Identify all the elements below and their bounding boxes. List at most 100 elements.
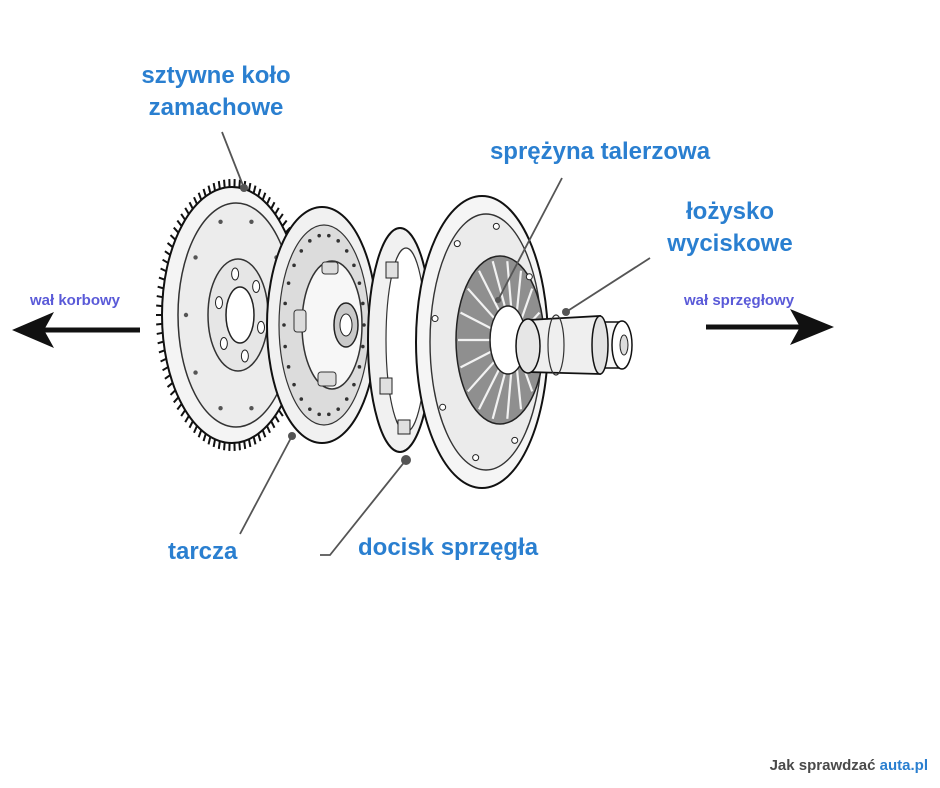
label-release-bearing-line2: wyciskowe <box>667 230 793 257</box>
spring-finger <box>515 270 523 311</box>
flywheel-tooth <box>278 409 284 417</box>
flywheel-tooth <box>261 192 267 201</box>
flywheel-tooth <box>184 207 190 215</box>
flywheel-tooth <box>257 188 262 197</box>
cover-bolt <box>511 436 519 444</box>
flywheel-tooth <box>202 188 207 197</box>
flywheel-tooth <box>266 196 271 205</box>
spring-finger <box>460 350 492 369</box>
disc-rivet <box>286 281 291 285</box>
label-disc: tarcza <box>168 538 238 565</box>
flywheel-tooth <box>274 207 280 215</box>
flywheel-bolt <box>214 296 223 310</box>
disc-rivet <box>283 301 287 306</box>
flywheel-tooth <box>247 182 252 191</box>
flywheel-tooth <box>281 219 288 227</box>
flywheel-tooth <box>184 415 190 423</box>
flywheel-tooth <box>188 420 194 429</box>
flywheel-tooth <box>266 425 271 434</box>
flywheel-tooth <box>217 440 221 450</box>
flywheel-tooth <box>207 185 212 194</box>
flywheel-tooth <box>212 439 217 448</box>
watermark-brand: auta.pl <box>879 757 928 774</box>
flywheel-tooth <box>207 436 212 445</box>
leader-lines <box>221 131 651 556</box>
disc-rivet <box>361 344 365 349</box>
label-flywheel: sztywne koło zamachowe <box>126 60 306 124</box>
label-release-bearing-line1: łożysko <box>685 198 775 225</box>
flywheel-tooth <box>173 396 180 404</box>
flywheel-tooth <box>261 429 267 438</box>
flywheel-tooth <box>217 180 221 190</box>
watermark: Jak sprawdzać auta.pl <box>770 757 928 774</box>
disc-rivet <box>344 249 349 253</box>
disc-rivet <box>336 239 340 243</box>
flywheel-tooth <box>176 403 183 411</box>
flywheel-tooth <box>238 179 241 188</box>
flywheel-bolt <box>257 320 266 334</box>
flywheel-bolt <box>219 337 228 351</box>
flywheel-rim-hole <box>218 219 223 224</box>
flywheel-tooth <box>197 192 203 201</box>
label-release-bearing: łożysko wyciskowe <box>650 196 810 260</box>
clutch-disc <box>266 206 378 444</box>
flywheel-tooth <box>274 415 280 423</box>
disc-rivet <box>299 249 304 253</box>
spring-finger <box>515 369 523 410</box>
disc-rivet <box>357 281 362 285</box>
flywheel-tooth <box>257 433 262 442</box>
disc-rivet <box>292 382 296 387</box>
disc-rivet <box>292 263 296 268</box>
disc-rivet <box>317 233 321 238</box>
disc-rivet <box>299 397 304 401</box>
disc-rivet <box>282 323 286 327</box>
flywheel-bolt <box>231 267 240 281</box>
leader-spring <box>497 177 563 301</box>
leader-disc <box>239 435 293 535</box>
watermark-prefix: Jak sprawdzać <box>769 757 880 774</box>
flywheel-tooth <box>202 433 207 442</box>
spring-finger <box>491 260 506 307</box>
label-crankshaft: wał korbowy <box>30 292 121 309</box>
disc-rivet <box>308 407 312 411</box>
flywheel-tooth <box>243 440 247 450</box>
spring-finger <box>506 261 513 307</box>
disc-rivet <box>308 239 312 243</box>
leader-flywheel <box>221 131 245 189</box>
label-pressure-plate: docisk sprzęgła <box>358 534 539 561</box>
arrow-right-icon <box>706 309 834 345</box>
flywheel <box>156 179 308 451</box>
disc-rivet <box>352 263 356 268</box>
flywheel-rim-hole <box>193 255 198 260</box>
disc-rivet <box>286 365 291 369</box>
arrow-left-icon <box>12 312 140 348</box>
flywheel-tooth <box>212 182 217 191</box>
flywheel-tooth <box>270 420 276 429</box>
cover-bolt <box>492 222 500 230</box>
disc-rivet <box>362 323 366 327</box>
flywheel-tooth <box>252 185 257 194</box>
spring-finger <box>467 287 496 319</box>
flywheel-tooth <box>193 425 198 434</box>
flywheel-tooth <box>223 179 226 188</box>
spring-finger <box>460 311 492 330</box>
disc-rivet <box>336 407 340 411</box>
label-diaphragm-spring: sprężyna talerzowa <box>489 138 711 165</box>
cover-bolt <box>439 403 447 411</box>
leader-pressure-plate <box>320 459 407 556</box>
disc-rivet <box>344 397 349 401</box>
disc-rivet <box>327 412 331 417</box>
disc-rivet <box>283 344 287 349</box>
cover-bolt <box>472 454 480 462</box>
flywheel-bolt <box>252 279 261 293</box>
disc-rivet <box>327 233 331 238</box>
release-bearing <box>515 314 633 376</box>
disc-rivet <box>357 365 362 369</box>
disc-rivet <box>352 382 356 387</box>
flywheel-tooth <box>223 442 226 451</box>
flywheel-rim-hole <box>218 406 223 411</box>
disc-rivet <box>361 301 365 306</box>
spring-finger <box>478 368 500 410</box>
flywheel-bolt <box>240 349 249 363</box>
